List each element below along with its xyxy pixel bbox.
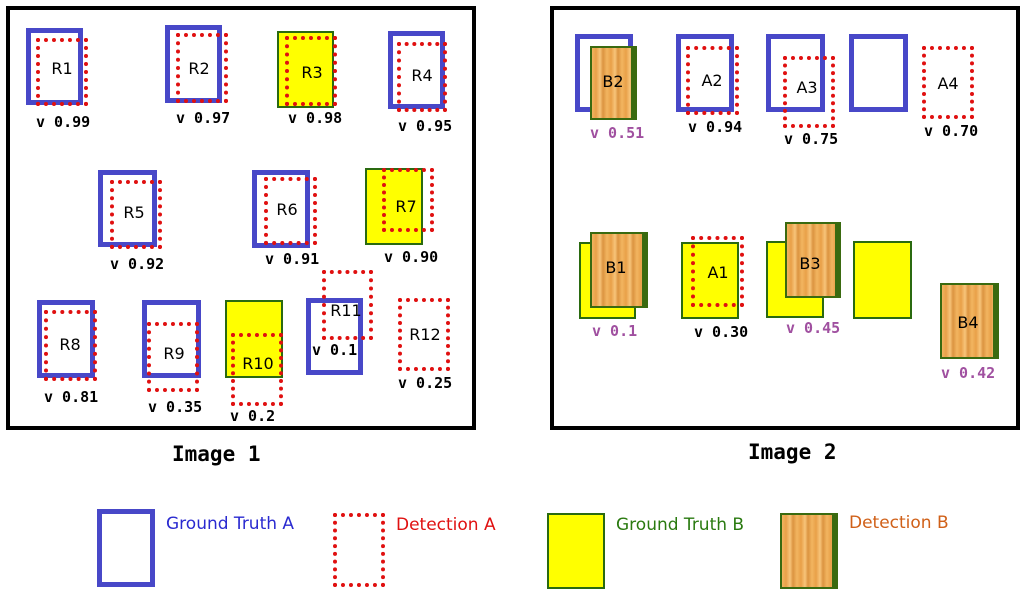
legend-ground-truth-a-swatch xyxy=(97,509,155,587)
r11-detection-a xyxy=(322,270,373,340)
r6-detection-a xyxy=(264,177,317,245)
legend-ground-truth-a-label: Ground Truth A xyxy=(166,514,295,534)
b3-detection-b xyxy=(785,222,841,298)
b3-label: B3 xyxy=(799,254,821,273)
r4-label: R4 xyxy=(411,66,433,85)
r2-score: v 0.97 xyxy=(176,109,231,127)
b4-score: v 0.42 xyxy=(941,364,996,382)
b3-score: v 0.45 xyxy=(786,319,841,337)
r9-score: v 0.35 xyxy=(148,398,203,416)
r10-label: R10 xyxy=(242,354,274,373)
r3-label: R3 xyxy=(301,63,323,82)
unmatched-ground-truth-b xyxy=(853,241,912,319)
legend-detection-a-label: Detection A xyxy=(396,515,496,535)
legend-detection-a-swatch xyxy=(333,513,385,587)
b4-detection-b xyxy=(940,283,999,359)
r6-label: R6 xyxy=(276,200,298,219)
r11-label: R11 xyxy=(330,301,362,320)
r1-detection-a xyxy=(36,38,88,106)
b2-detection-b xyxy=(590,46,637,120)
r7-label: R7 xyxy=(395,197,417,216)
a1-label: A1 xyxy=(707,263,729,282)
a3-score: v 0.75 xyxy=(784,130,839,148)
r7-detection-a xyxy=(382,168,434,232)
legend-ground-truth-b-label: Ground Truth B xyxy=(616,515,745,535)
b2-label: B2 xyxy=(602,72,624,91)
r10-detection-a xyxy=(231,333,283,406)
r8-score: v 0.81 xyxy=(44,388,99,406)
legend-detection-b-label: Detection B xyxy=(849,513,949,533)
r3-detection-a xyxy=(285,36,337,106)
r4-ground-truth-a xyxy=(388,31,445,109)
r5-label: R5 xyxy=(123,203,145,222)
r12-score: v 0.25 xyxy=(398,374,453,392)
a3-ground-truth-a xyxy=(766,34,825,112)
r12-label: R12 xyxy=(409,325,441,344)
a3-label: A3 xyxy=(796,78,818,97)
b1-score: v 0.1 xyxy=(592,322,638,340)
unmatched-ground-truth-a xyxy=(849,34,908,112)
a2-detection-a xyxy=(686,46,739,115)
r4-detection-a xyxy=(397,42,447,112)
image-2-caption: Image 2 xyxy=(748,440,837,464)
b1-detection-b xyxy=(590,232,648,308)
a2-ground-truth-a xyxy=(676,34,734,112)
r5-detection-a xyxy=(110,180,162,249)
r3-score: v 0.98 xyxy=(288,109,343,127)
r4-score: v 0.95 xyxy=(398,117,453,135)
a1-score: v 0.30 xyxy=(694,323,749,341)
r2-detection-a xyxy=(176,33,228,103)
a3-detection-a xyxy=(783,56,835,128)
r8-ground-truth-a xyxy=(37,300,95,378)
legend-ground-truth-b-swatch xyxy=(547,513,605,589)
b2-score: v 0.51 xyxy=(590,124,645,142)
a4-label: A4 xyxy=(937,74,959,93)
r7-score: v 0.90 xyxy=(384,248,439,266)
r9-detection-a xyxy=(147,322,199,392)
r5-score: v 0.92 xyxy=(110,255,165,273)
r1-score: v 0.99 xyxy=(36,113,91,131)
b1-label: B1 xyxy=(605,258,627,277)
a2-score: v 0.94 xyxy=(688,118,743,136)
r11-score: v 0.1 xyxy=(312,341,358,359)
r12-detection-a xyxy=(398,298,450,371)
image-1-caption: Image 1 xyxy=(172,442,261,466)
r6-ground-truth-a xyxy=(252,170,310,248)
r8-label: R8 xyxy=(59,335,81,354)
a1-detection-a xyxy=(691,236,744,307)
b4-label: B4 xyxy=(957,313,979,332)
r5-ground-truth-a xyxy=(98,170,157,247)
r2-label: R2 xyxy=(188,59,210,78)
r6-score: v 0.91 xyxy=(265,250,320,268)
a4-score: v 0.70 xyxy=(924,122,979,140)
r10-score: v 0.2 xyxy=(230,407,276,425)
r8-detection-a xyxy=(44,310,97,381)
r9-label: R9 xyxy=(163,344,185,363)
a2-label: A2 xyxy=(701,71,723,90)
a4-detection-a xyxy=(922,46,974,119)
r1-label: R1 xyxy=(51,59,73,78)
legend-detection-b-swatch xyxy=(780,513,838,589)
